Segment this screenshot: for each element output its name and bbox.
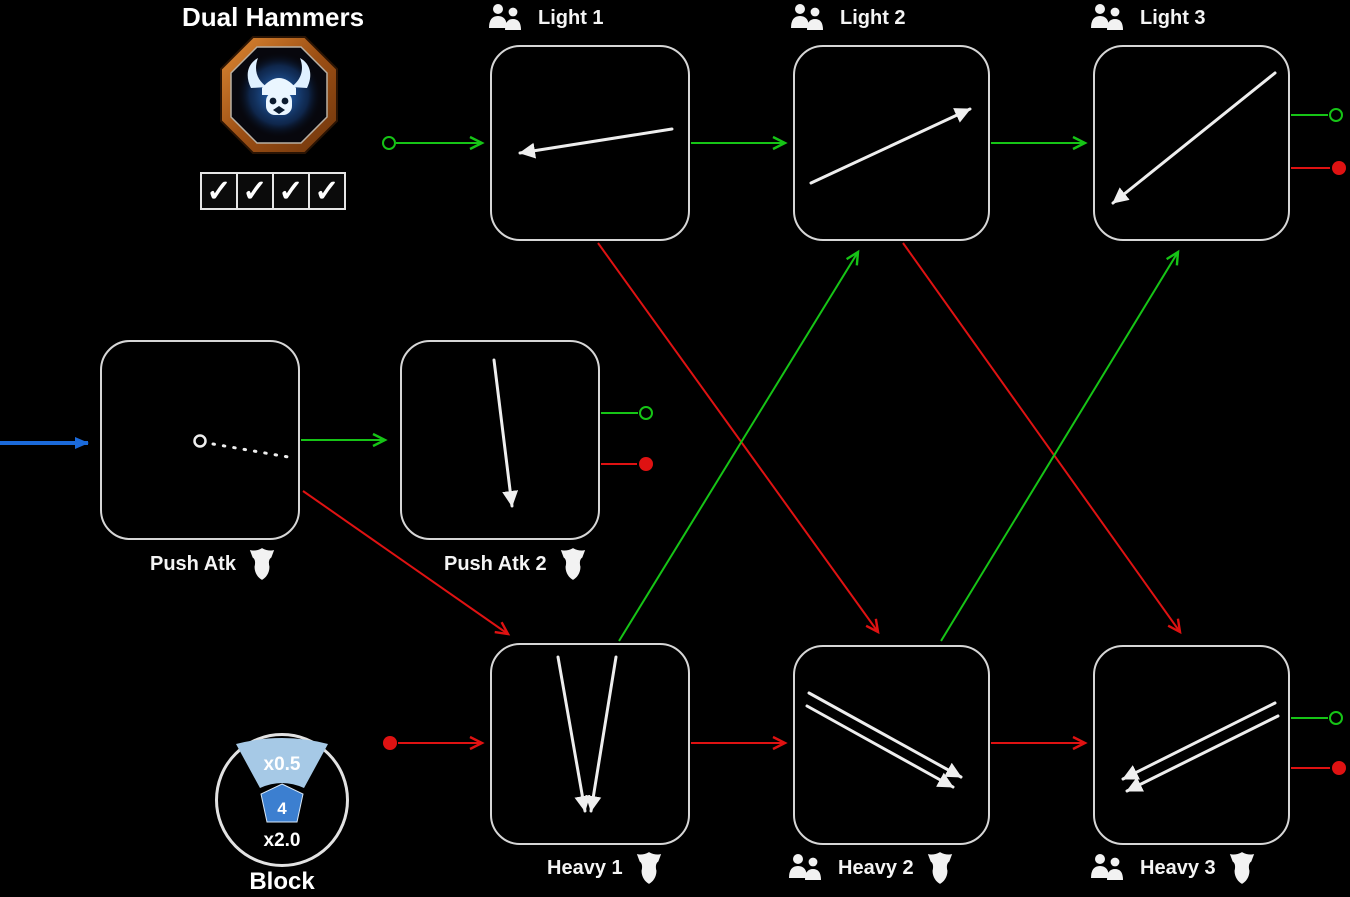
heavy1-attack-direction-arrows [556, 655, 618, 813]
node-label-heavy2: Heavy 2 [838, 856, 914, 879]
node-light2[interactable] [793, 45, 990, 241]
heavy2-label-row: Heavy 2 [786, 850, 954, 886]
node-push-atk[interactable] [100, 340, 300, 540]
push2-red-endpoint [639, 457, 653, 471]
push-atk2-direction-arrow [492, 358, 519, 508]
heavy3-attack-direction-arrows [1121, 701, 1280, 793]
node-heavy2[interactable] [793, 645, 990, 845]
two-person-icon [486, 2, 526, 34]
light3-label-row: Light 3 [1088, 0, 1206, 36]
light3-attack-direction-arrow [1111, 71, 1277, 205]
checkmark-3[interactable]: ✓ [272, 172, 310, 210]
block-center-value: 4 [277, 799, 287, 818]
node-heavy3[interactable] [1093, 645, 1290, 845]
node-label-light3: Light 3 [1140, 6, 1206, 29]
block-top-value: x0.5 [264, 754, 301, 775]
heavy1-input-endpoint [383, 736, 397, 750]
node-label-light2: Light 2 [840, 6, 906, 29]
node-label-push-atk2: Push Atk 2 [444, 552, 547, 575]
light3-red-endpoint [1332, 161, 1346, 175]
dual-hammers-emblem [218, 34, 340, 161]
block-label: Block [249, 868, 315, 895]
light1-label-row: Light 1 [486, 0, 604, 36]
node-light1[interactable] [490, 45, 690, 241]
checkmark-1[interactable]: ✓ [200, 172, 238, 210]
push-atk-direction-glyph [193, 434, 296, 460]
light1-input-endpoint [382, 136, 396, 150]
node-push-atk2[interactable] [400, 340, 600, 540]
light2-label-row: Light 2 [788, 0, 906, 36]
checkmark-4[interactable]: ✓ [308, 172, 346, 210]
armor-icon [926, 851, 954, 885]
armor-icon [1228, 851, 1256, 885]
edge-light1-heavy2 [597, 242, 880, 635]
two-person-icon [1088, 852, 1128, 884]
moveset-title: Dual Hammers [182, 2, 365, 32]
heavy3-label-row: Heavy 3 [1088, 850, 1256, 886]
edge-heavy1-light2 [618, 249, 860, 642]
node-label-heavy1: Heavy 1 [547, 856, 623, 879]
node-heavy1[interactable] [490, 643, 690, 845]
block-shield-shape [260, 783, 304, 823]
block-fan-shape [236, 738, 328, 788]
checkmark-2[interactable]: ✓ [236, 172, 274, 210]
two-person-icon [788, 2, 828, 34]
edge-heavy2-light3 [940, 249, 1180, 642]
node-label-heavy3: Heavy 3 [1140, 856, 1216, 879]
light3-green-endpoint [1329, 108, 1343, 122]
push-atk2-label-row: Push Atk 2 [444, 546, 587, 582]
block-bottom-value: x2.0 [264, 830, 301, 851]
heavy1-label-row: Heavy 1 [547, 850, 663, 886]
light1-attack-direction-arrow [518, 127, 674, 159]
node-label-push-atk: Push Atk [150, 552, 236, 575]
armor-icon [635, 851, 663, 885]
block-stats-widget[interactable]: x0.5 4 x2.0 [215, 733, 349, 867]
node-light3[interactable] [1093, 45, 1290, 241]
light2-attack-direction-arrow [809, 107, 972, 185]
heavy3-green-endpoint [1329, 711, 1343, 725]
edge-push-heavy1 [302, 490, 511, 636]
two-person-icon [786, 852, 826, 884]
mastery-checkmarks: ✓ ✓ ✓ ✓ [200, 172, 346, 210]
viking-helmet-icon [220, 36, 338, 154]
push2-green-endpoint [639, 406, 653, 420]
two-person-icon [1088, 2, 1128, 34]
push-atk-label-row: Push Atk [150, 546, 276, 582]
heavy2-attack-direction-arrows [805, 691, 963, 789]
heavy3-red-endpoint [1332, 761, 1346, 775]
armor-icon [559, 547, 587, 581]
node-label-light1: Light 1 [538, 6, 604, 29]
armor-icon [248, 547, 276, 581]
edge-light2-heavy3 [902, 242, 1182, 635]
